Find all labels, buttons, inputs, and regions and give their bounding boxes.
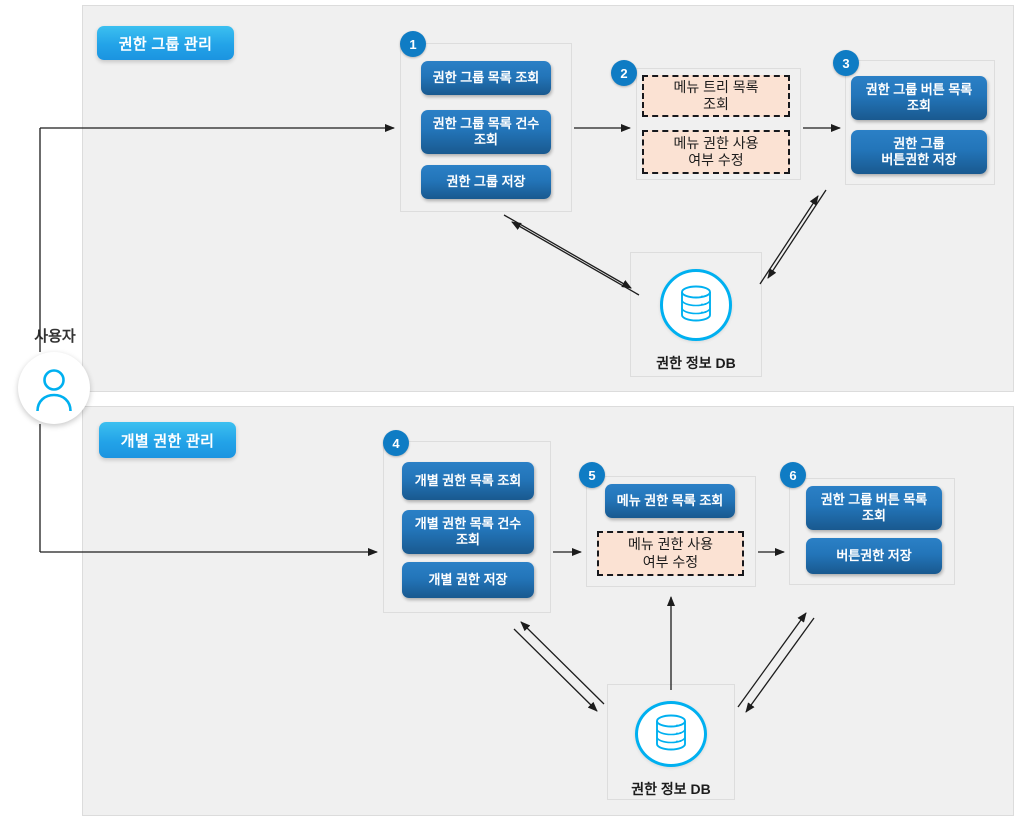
action-box-group-button-list[interactable]: 권한 그룹 버튼 목록 조회 xyxy=(851,76,987,120)
action-box-individual-permission-list[interactable]: 개별 권한 목록 조회 xyxy=(402,462,534,500)
action-box-menu-tree-list[interactable]: 메뉴 트리 목록 조회 xyxy=(642,75,790,117)
database-label-bottom: 권한 정보 DB xyxy=(631,781,711,797)
group-4-badge: 4 xyxy=(383,430,409,456)
action-box-permission-group-list[interactable]: 권한 그룹 목록 조회 xyxy=(421,61,551,95)
action-box-group-button-list-2[interactable]: 권한 그룹 버튼 목록 조회 xyxy=(806,486,942,530)
database-node-bottom: 권한 정보 DB xyxy=(607,684,735,800)
database-icon xyxy=(660,269,732,341)
action-box-individual-permission-count[interactable]: 개별 권한 목록 건수 조회 xyxy=(402,510,534,554)
action-box-group-button-permission-save[interactable]: 권한 그룹 버튼권한 저장 xyxy=(851,130,987,174)
group-3-badge: 3 xyxy=(833,50,859,76)
action-box-menu-permission-usage-edit[interactable]: 메뉴 권한 사용 여부 수정 xyxy=(642,130,790,174)
group-5-badge: 5 xyxy=(579,462,605,488)
database-node-top: 권한 정보 DB xyxy=(630,252,762,377)
action-box-permission-group-save[interactable]: 권한 그룹 저장 xyxy=(421,165,551,199)
action-box-menu-permission-list[interactable]: 메뉴 권한 목록 조회 xyxy=(605,484,735,518)
database-label-top: 권한 정보 DB xyxy=(656,355,736,371)
action-box-permission-group-count[interactable]: 권한 그룹 목록 건수 조회 xyxy=(421,110,551,154)
action-box-individual-permission-save[interactable]: 개별 권한 저장 xyxy=(402,562,534,598)
database-icon xyxy=(635,701,707,767)
action-box-menu-permission-usage-edit-2[interactable]: 메뉴 권한 사용 여부 수정 xyxy=(597,531,744,576)
panel-title-individual-permission: 개별 권한 관리 xyxy=(99,422,236,458)
action-box-button-permission-save[interactable]: 버튼권한 저장 xyxy=(806,538,942,574)
group-1-badge: 1 xyxy=(400,31,426,57)
actor-label: 사용자 xyxy=(34,328,76,345)
group-6-badge: 6 xyxy=(780,462,806,488)
panel-title-permission-group: 권한 그룹 관리 xyxy=(97,26,234,60)
user-icon xyxy=(18,352,90,424)
group-2-badge: 2 xyxy=(611,60,637,86)
